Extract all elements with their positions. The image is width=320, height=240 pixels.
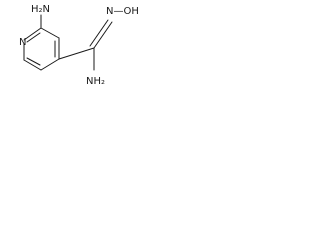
bond-amidine-c-n-double-1 xyxy=(93,21,113,49)
label-amine-top: H₂N xyxy=(31,4,50,15)
label-ring-nitrogen: N xyxy=(19,37,26,48)
ring-bond-c2-c3 xyxy=(40,27,60,39)
label-amide-amine: NH₂ xyxy=(86,76,105,87)
ring-bond-c5-c6 xyxy=(23,59,42,71)
label-imine-nitrogen-hydroxy: N—OH xyxy=(106,6,139,17)
ring-double-bond-c5-c6 xyxy=(26,57,41,66)
bond-c4-amidine-carbon xyxy=(58,47,95,60)
bond-amidine-c-n-double-2 xyxy=(89,19,109,47)
ring-bond-c4-c5 xyxy=(40,58,60,71)
chemical-structure: H₂N N N—OH NH₂ xyxy=(19,4,139,87)
ring-bond-n1-c2 xyxy=(23,27,42,41)
ring-double-bond-n1-c2 xyxy=(26,32,41,43)
